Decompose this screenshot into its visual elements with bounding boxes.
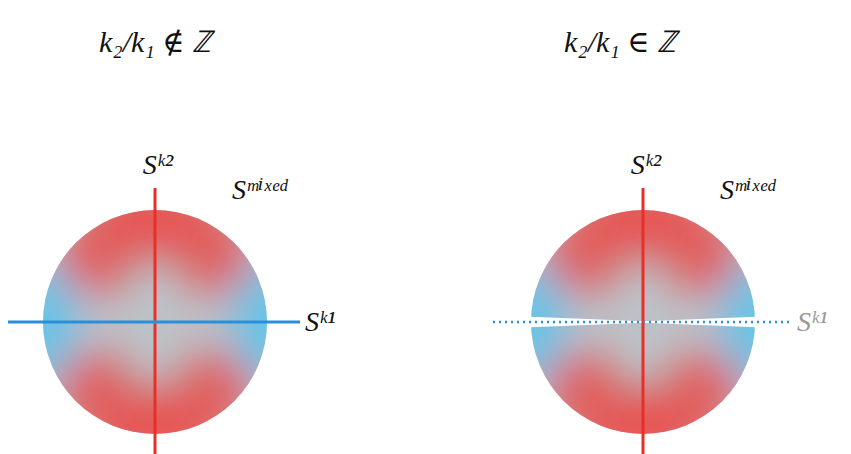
subspace-label: Sᵏ¹ <box>797 308 827 336</box>
condition-heading: k₂/k₁ ∉ ℤ <box>99 27 211 57</box>
blue-axis <box>8 321 300 324</box>
mixed-sphere <box>498 180 788 454</box>
condition-heading: k₂/k₁ ∈ ℤ <box>564 27 676 57</box>
dotted-axis <box>493 321 790 324</box>
mixed-sphere <box>10 180 300 454</box>
subspace-label: Sᵐⁱˣᵉᵈ <box>232 176 287 204</box>
subspace-label: Sᵏ¹ <box>305 308 335 336</box>
subspace-label: Sᵏ² <box>143 151 173 179</box>
subspace-label: Sᵐⁱˣᵉᵈ <box>720 176 775 204</box>
subspace-label: Sᵏ² <box>631 151 661 179</box>
